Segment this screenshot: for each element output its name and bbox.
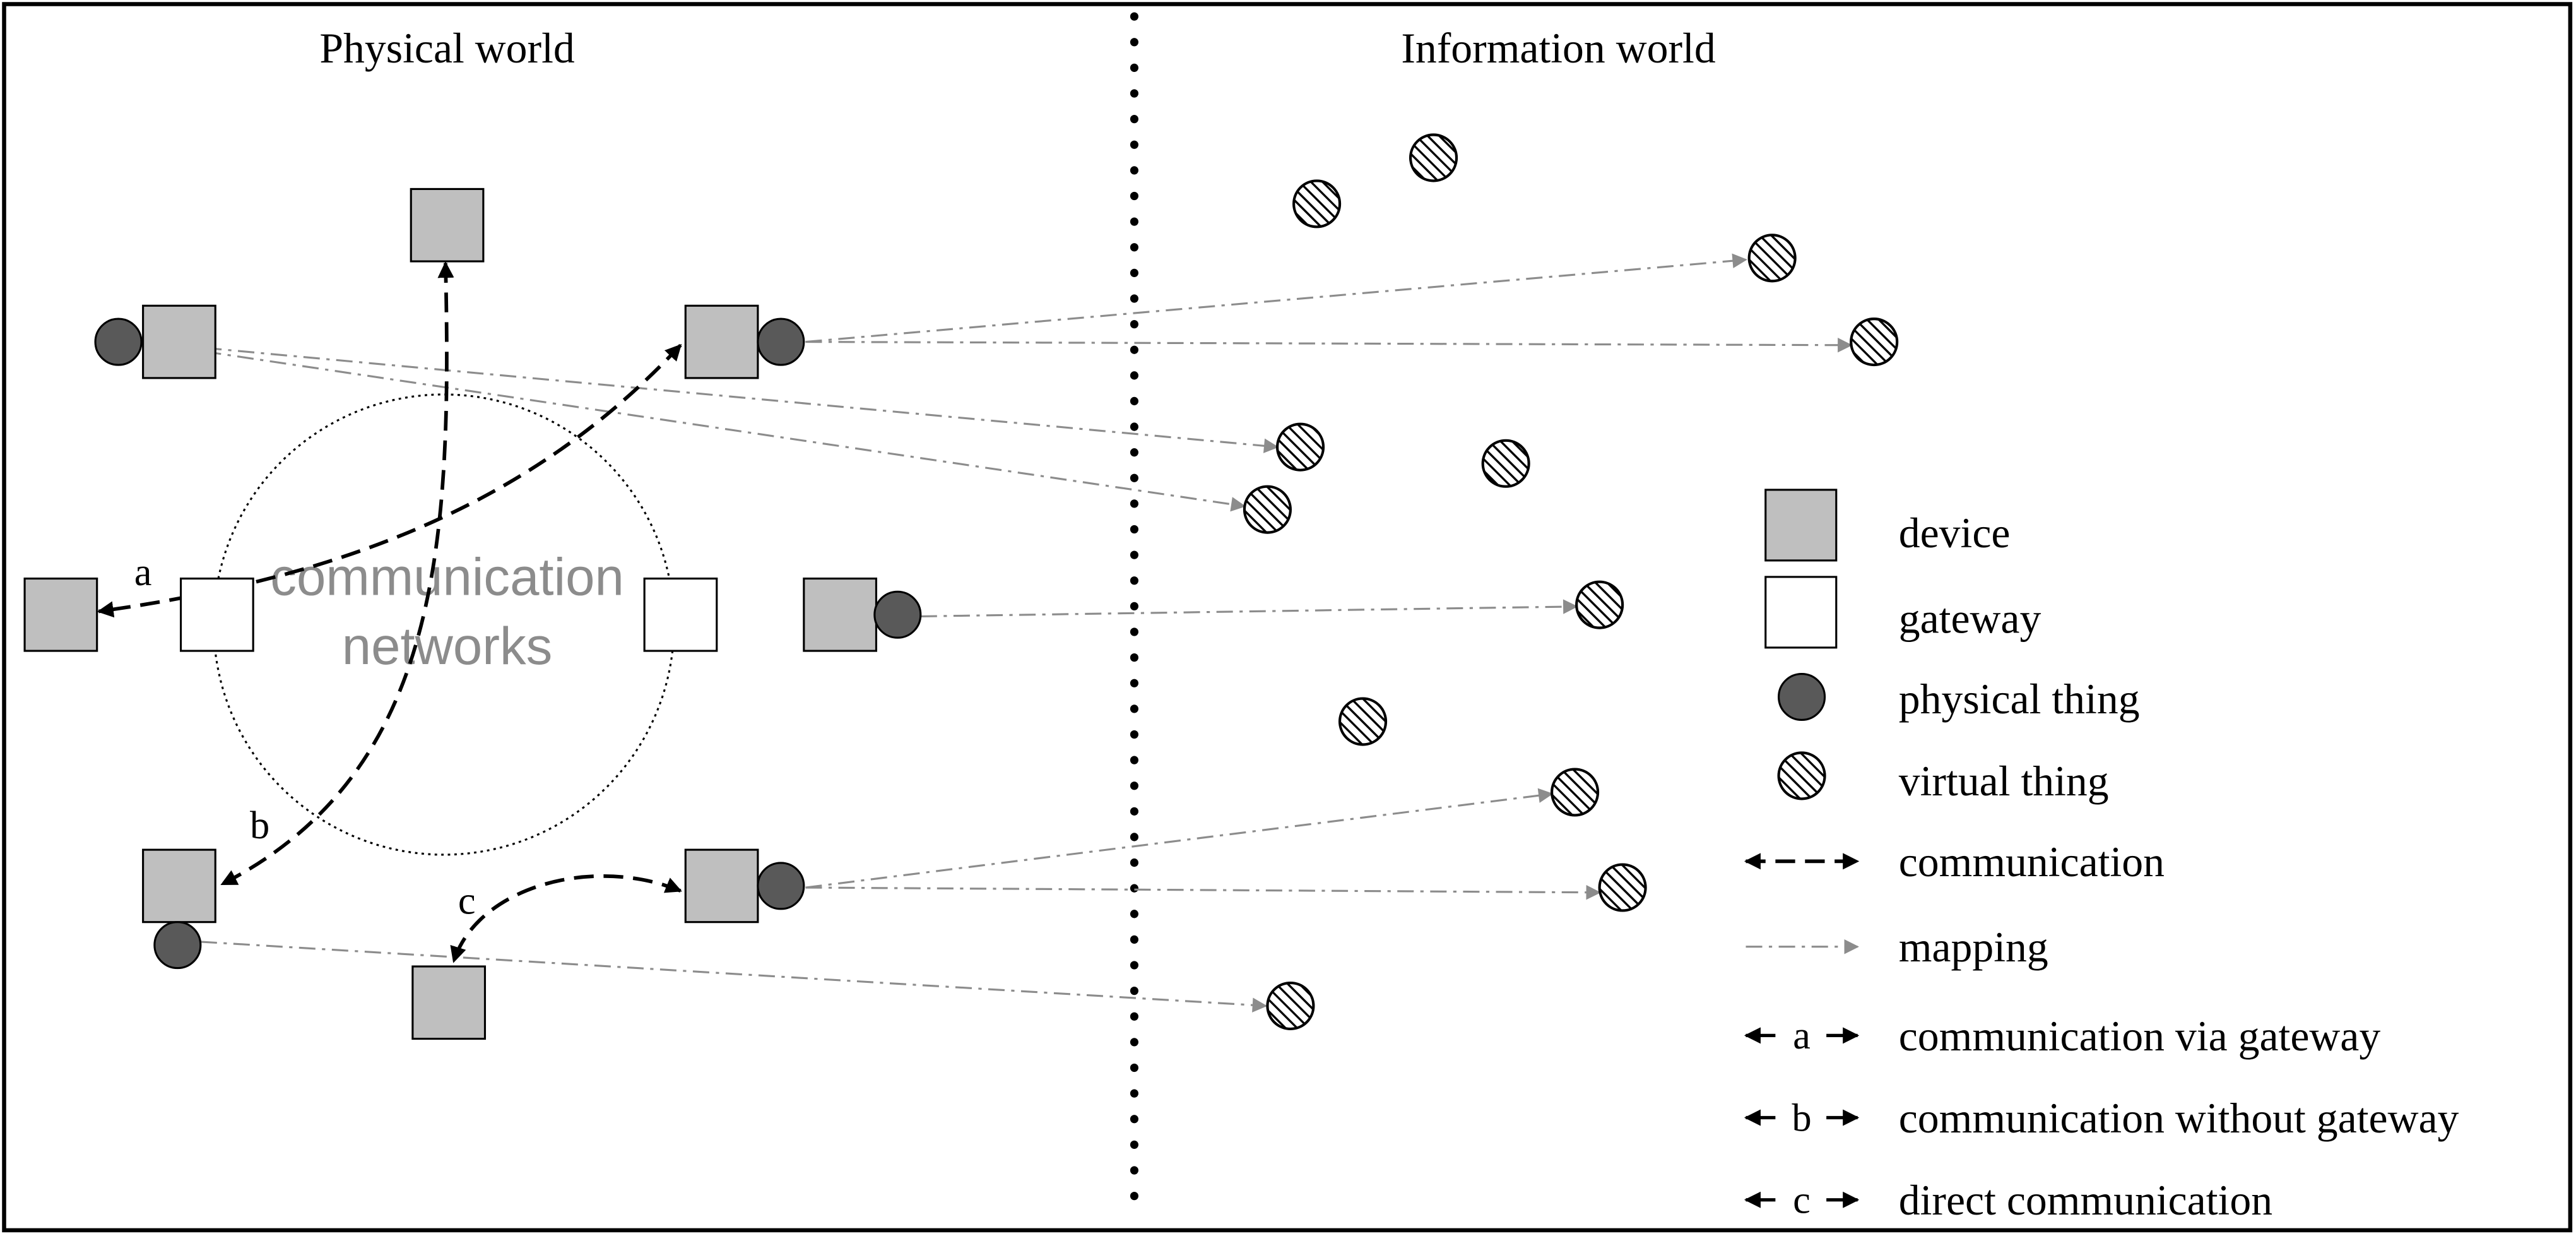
legend-gateway-swatch: [1764, 576, 1838, 649]
network-label-line1: communication: [270, 548, 624, 607]
device-node: [142, 304, 216, 379]
device-node: [23, 577, 98, 652]
physical-thing-node: [153, 921, 202, 970]
legend-via-gateway-label: communication via gateway: [1899, 1013, 2381, 1060]
edge-label-c: c: [458, 879, 476, 923]
legend-physical-thing-swatch: [1778, 672, 1826, 721]
device-node: [411, 965, 487, 1040]
virtual-nodes: [1243, 133, 1899, 1031]
virtual-thing-node: [1481, 439, 1530, 488]
mapping-line: [200, 941, 1268, 1013]
legend-mapping-label: mapping: [1899, 924, 2048, 971]
legend-virtual-thing-label: virtual thing: [1899, 758, 2109, 805]
physical-thing-node: [873, 590, 922, 639]
legend-direct-label: direct communication: [1899, 1177, 2272, 1224]
legend-gateway-label: gateway: [1899, 595, 2041, 642]
mapping-line: [920, 599, 1578, 617]
device-node: [684, 848, 759, 924]
device-node: [803, 577, 878, 652]
virtual-thing-node: [1266, 981, 1315, 1031]
device-node: [410, 187, 485, 263]
virtual-thing-node: [1243, 485, 1292, 534]
edge-label-b: b: [250, 803, 269, 847]
legend-device-label: device: [1899, 509, 2011, 557]
mapping-line: [805, 788, 1554, 889]
legend-physical-thing-label: physical thing: [1899, 675, 2140, 723]
virtual-thing-node: [1747, 234, 1797, 283]
virtual-thing-node: [1409, 133, 1458, 182]
physical-world-title: Physical world: [319, 25, 575, 72]
edge-label-a: a: [134, 550, 152, 594]
legend: device gateway physical thing virtual th…: [1744, 489, 2459, 1224]
network-label-line2: networks: [342, 617, 553, 675]
legend-virtual-thing-swatch: [1777, 751, 1826, 800]
mapping-line: [805, 337, 1853, 353]
communication-path-b: [220, 261, 454, 886]
physical-thing-node: [757, 862, 805, 910]
mapping-line: [805, 884, 1601, 900]
information-world-title: Information world: [1401, 25, 1716, 72]
physical-nodes: [23, 187, 922, 1040]
virtual-thing-node: [1575, 580, 1624, 629]
device-node: [142, 848, 216, 924]
physical-thing-node: [757, 318, 805, 366]
virtual-thing-node: [1338, 697, 1388, 746]
legend-b-symbol-letter: b: [1792, 1095, 1811, 1139]
legend-device-swatch: [1764, 489, 1838, 562]
legend-c-symbol-letter: c: [1793, 1178, 1811, 1222]
virtual-thing-node: [1292, 179, 1342, 229]
device-node: [684, 304, 759, 379]
gateway-node: [179, 577, 254, 652]
legend-a-symbol-letter: a: [1793, 1013, 1811, 1057]
virtual-thing-node: [1850, 318, 1899, 367]
virtual-thing-node: [1598, 863, 1647, 912]
communication-path-c: [450, 874, 682, 963]
legend-communication-label: communication: [1899, 838, 2165, 886]
mapping-line: [805, 253, 1747, 343]
virtual-thing-node: [1275, 422, 1325, 472]
mapping-line: [139, 341, 1246, 512]
gateway-node: [643, 577, 718, 652]
virtual-thing-node: [1551, 768, 1600, 817]
physical-thing-node: [94, 318, 143, 366]
legend-without-gateway-label: communication without gateway: [1899, 1095, 2459, 1142]
